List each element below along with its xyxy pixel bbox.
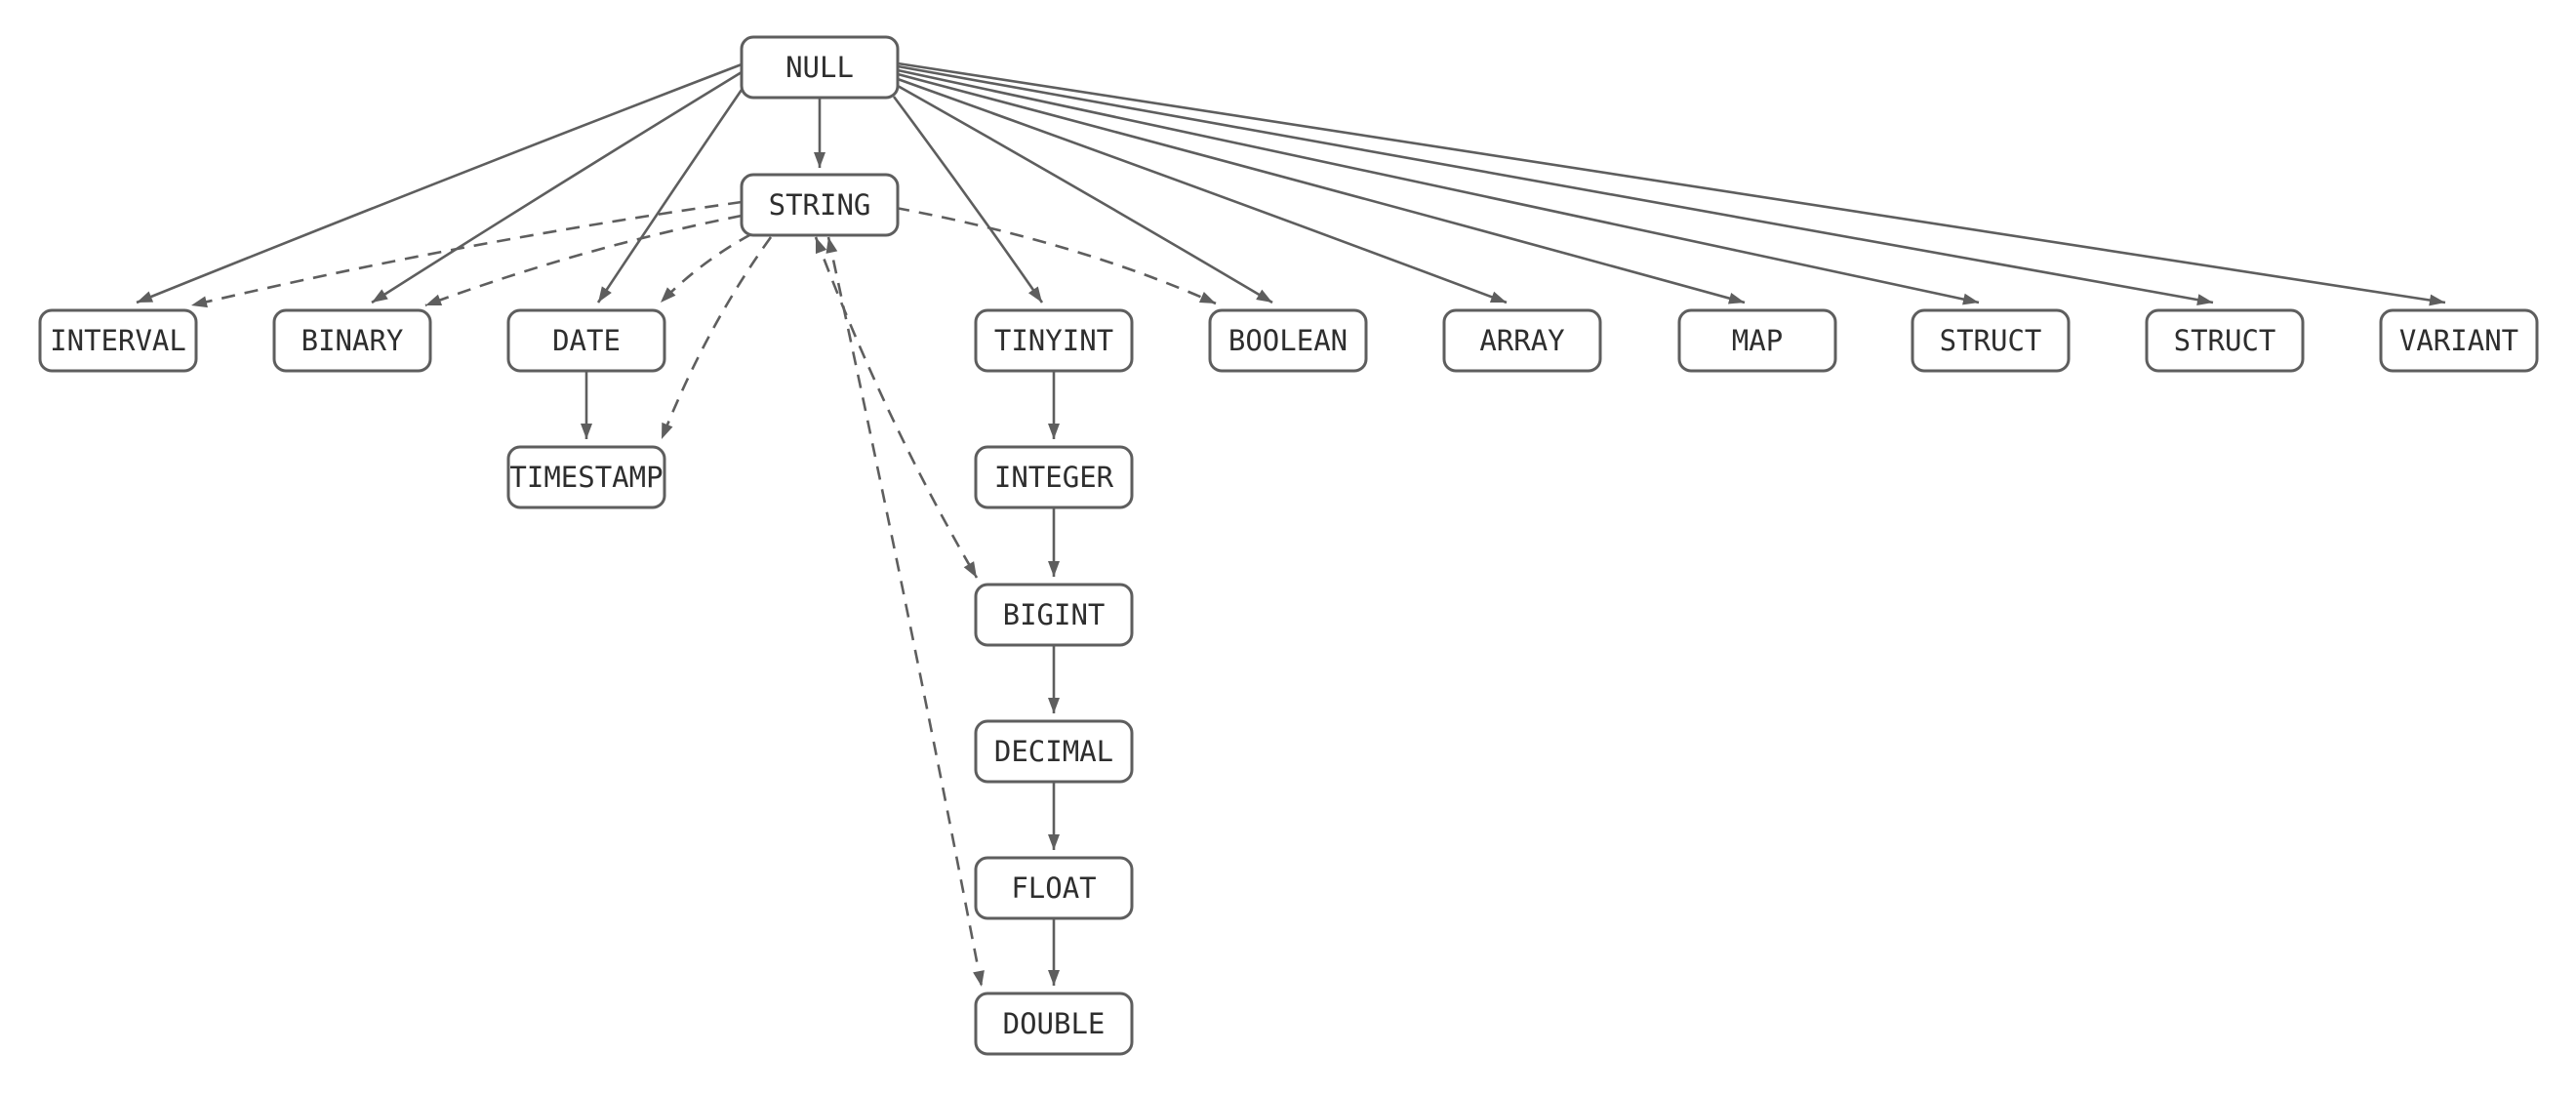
node-struct1-label: STRUCT: [1940, 324, 2042, 357]
node-boolean-label: BOOLEAN: [1228, 324, 1348, 357]
node-bigint-label: BIGINT: [1003, 598, 1106, 631]
edge-null-interval: [136, 62, 743, 304]
node-variant: VARIANT: [2379, 308, 2539, 373]
node-binary: BINARY: [272, 308, 432, 373]
node-interval-box: [38, 308, 198, 373]
node-decimal-box: [974, 719, 1134, 784]
node-struct1: STRUCT: [1911, 308, 2071, 373]
node-integer: INTEGER: [974, 445, 1134, 509]
edge-null-tinyint: [892, 96, 1044, 304]
node-interval-label: INTERVAL: [50, 324, 186, 357]
node-float: FLOAT: [974, 856, 1134, 920]
node-null-label: NULL: [785, 51, 854, 84]
node-array: ARRAY: [1442, 308, 1602, 373]
node-tinyint-label: TINYINT: [994, 324, 1113, 357]
node-array-label: ARRAY: [1479, 324, 1564, 357]
node-double-label: DOUBLE: [1003, 1007, 1106, 1040]
edge-string-date: [660, 232, 752, 304]
node-double: DOUBLE: [974, 992, 1134, 1056]
node-float-label: FLOAT: [1011, 871, 1096, 905]
edge-null-struct1: [897, 68, 1980, 305]
node-map-label: MAP: [1732, 324, 1783, 357]
edge-string-interval: [190, 200, 743, 308]
node-integer-label: INTEGER: [994, 461, 1114, 494]
edge-null-boolean: [897, 84, 1273, 304]
node-map-box: [1677, 308, 1837, 373]
node-null-box: [740, 35, 900, 100]
node-interval: INTERVAL: [38, 308, 198, 373]
node-boolean: BOOLEAN: [1208, 308, 1368, 373]
node-boolean-box: [1208, 308, 1368, 373]
node-bigint-box: [974, 583, 1134, 647]
node-float-box: [974, 856, 1134, 920]
edge-null-binary: [371, 70, 743, 304]
node-integer-box: [974, 445, 1134, 509]
node-struct1-box: [1911, 308, 2071, 373]
node-variant-box: [2379, 308, 2539, 373]
edge-null-array: [897, 77, 1508, 304]
nodes-layer: NULL STRING INTERVAL BINARY DATE TINYINT BOOLE…: [38, 35, 2539, 1056]
edge-null-date: [596, 89, 744, 304]
edge-null-variant: [897, 61, 2446, 306]
node-double-box: [974, 992, 1134, 1056]
node-string-label: STRING: [769, 188, 871, 222]
node-decimal-label: DECIMAL: [994, 735, 1113, 768]
node-timestamp-box: [506, 445, 666, 509]
node-string: STRING: [740, 173, 900, 237]
node-struct2-box: [2145, 308, 2305, 373]
node-string-box: [740, 173, 900, 237]
node-date-box: [506, 308, 666, 373]
node-binary-label: BINARY: [302, 324, 404, 357]
edge-string-double: [825, 236, 985, 988]
node-date: DATE: [506, 308, 666, 373]
edge-string-boolean: [895, 206, 1217, 305]
node-tinyint: TINYINT: [974, 308, 1134, 373]
edges-layer: [136, 61, 2446, 988]
node-bigint: BIGINT: [974, 583, 1134, 647]
node-map: MAP: [1677, 308, 1837, 373]
node-null: NULL: [740, 35, 900, 100]
node-decimal: DECIMAL: [974, 719, 1134, 784]
edge-string-binary: [424, 214, 743, 307]
node-binary-box: [272, 308, 432, 373]
node-tinyint-box: [974, 308, 1134, 373]
node-array-box: [1442, 308, 1602, 373]
node-struct2-label: STRUCT: [2174, 324, 2276, 357]
edge-null-map: [897, 72, 1746, 304]
node-date-label: DATE: [552, 324, 621, 357]
node-timestamp-label: TIMESTAMP: [509, 461, 663, 494]
node-struct2: STRUCT: [2145, 308, 2305, 373]
node-timestamp: TIMESTAMP: [506, 445, 666, 509]
node-variant-label: VARIANT: [2399, 324, 2518, 357]
edge-null-struct2: [897, 64, 2214, 306]
edge-string-timestamp: [660, 236, 773, 440]
